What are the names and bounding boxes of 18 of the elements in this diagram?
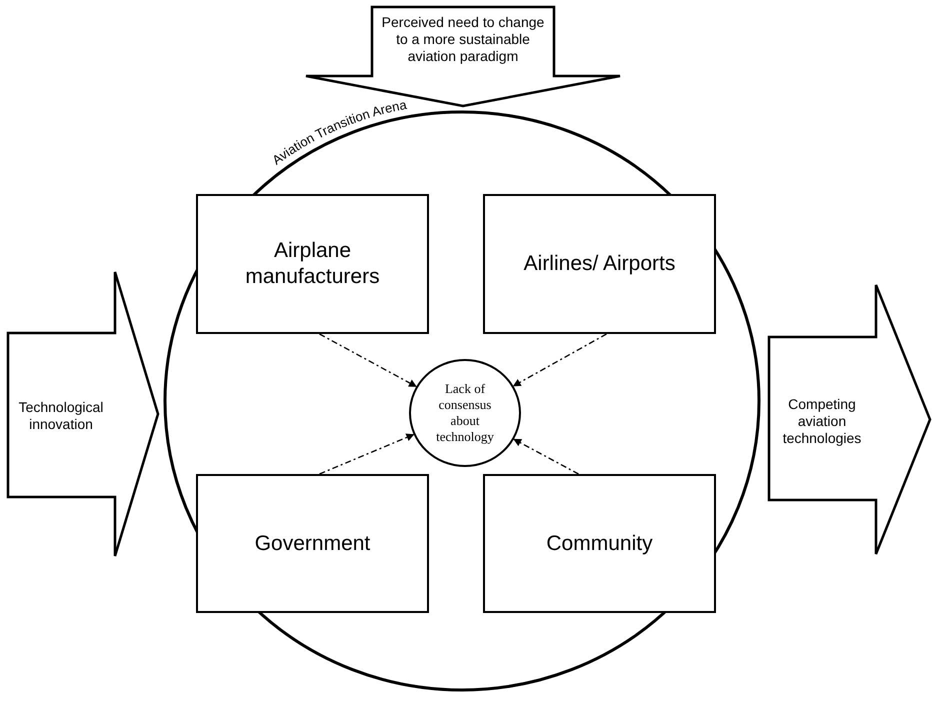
arrow-label: Technological innovation — [18, 399, 104, 433]
actor-label: Government — [254, 530, 370, 556]
arrow — [319, 434, 414, 475]
actor-label: Airlines/ Airports — [524, 251, 676, 277]
actor-label: Community — [546, 530, 653, 556]
arrow — [512, 333, 607, 386]
actor-box — [196, 194, 429, 334]
issue-label: Lack of consensus about technology — [435, 381, 495, 445]
actor-box — [483, 474, 716, 613]
actor-box — [196, 474, 429, 613]
arrow — [513, 438, 579, 475]
arrow-label: Perceived need to change to a more sustainable aviation paradigm — [380, 14, 546, 65]
block-arrow — [768, 284, 931, 555]
actor-label: Airplane manufacturers — [244, 238, 381, 290]
block-arrow — [7, 271, 159, 557]
arrow-label: Competing aviation technologies — [782, 396, 862, 447]
arrow — [319, 333, 417, 388]
actor-box — [483, 194, 716, 334]
